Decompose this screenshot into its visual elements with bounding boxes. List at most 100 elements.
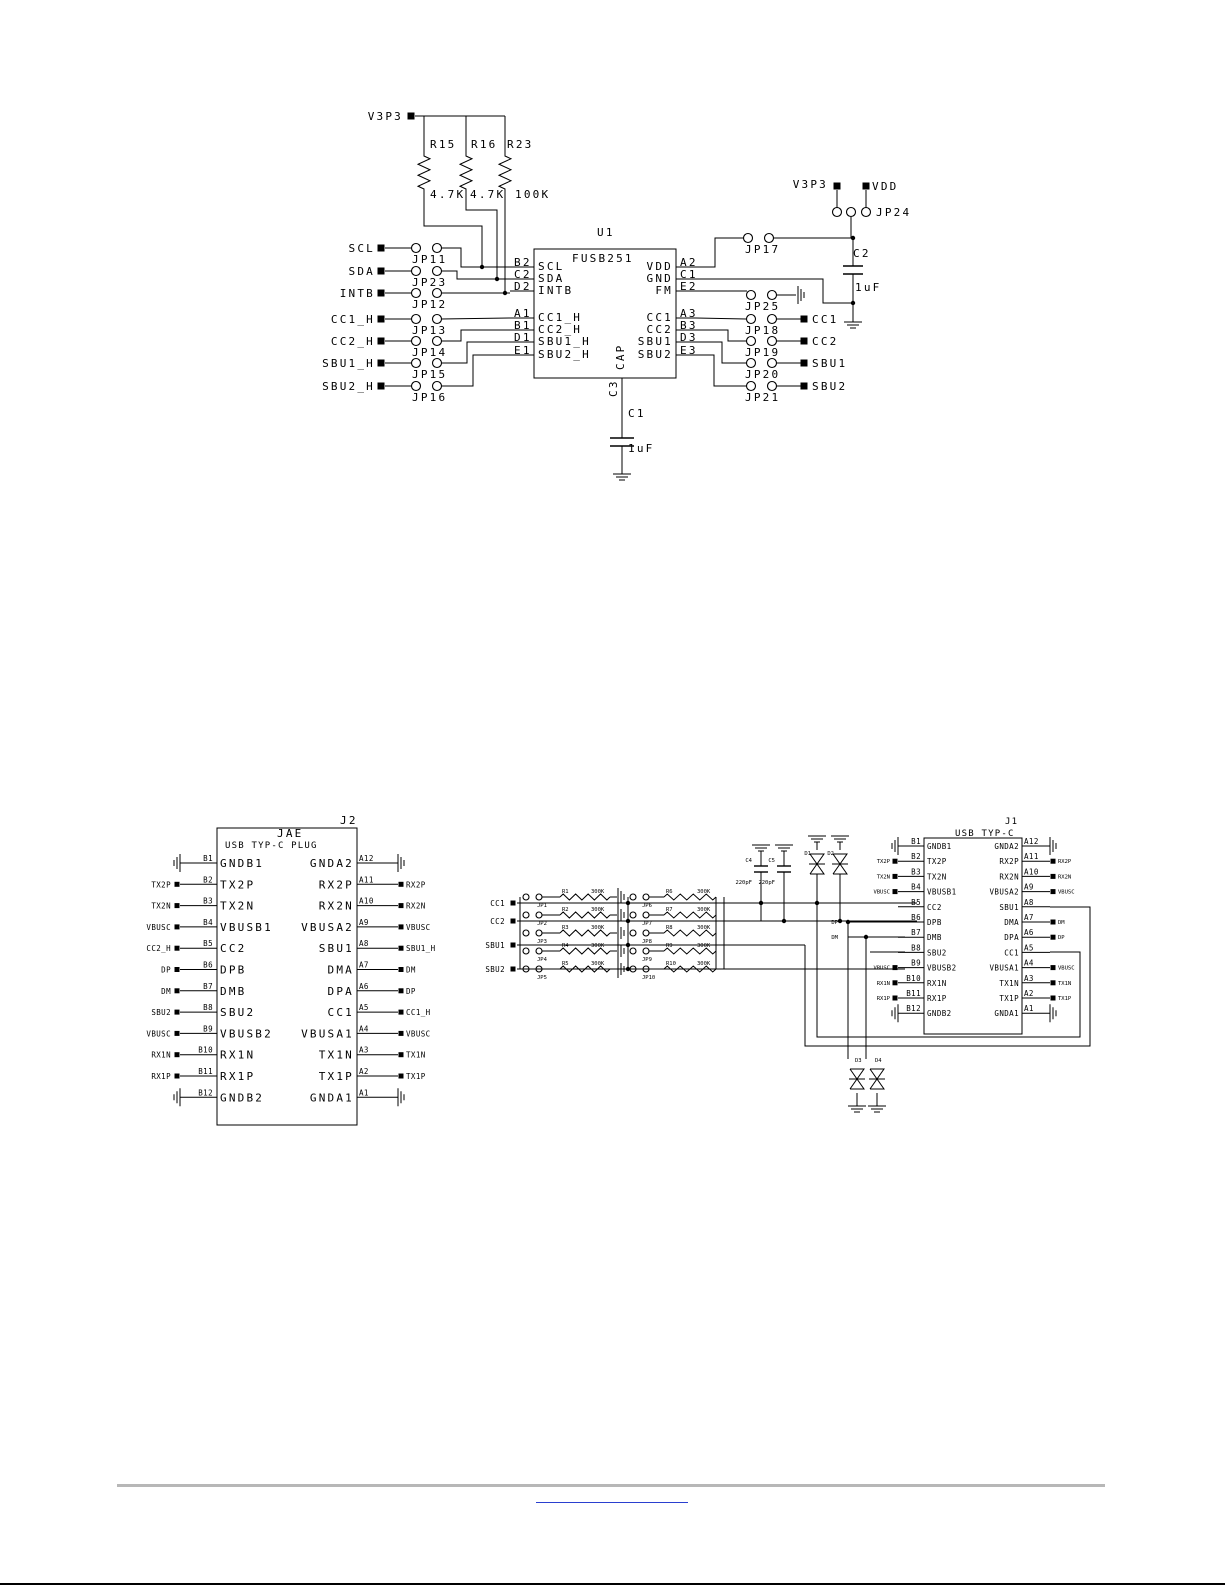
resistor-ref: R4	[562, 943, 569, 949]
u1-pin-number: C2	[514, 268, 532, 281]
filter-port-label: CC1	[490, 899, 505, 908]
j1-net-label: DP	[1058, 935, 1065, 941]
j1-pin-number: A10	[1024, 867, 1039, 876]
jumper-contact	[745, 313, 757, 325]
u1-cap-pin: CAP	[614, 344, 627, 370]
resistor-ref: R15	[430, 138, 456, 151]
jumper-contact	[522, 929, 530, 937]
j2-net-label: SBU1_H	[406, 944, 436, 953]
j2-net-marker	[398, 881, 404, 887]
j1-title: USB TYP-C	[955, 829, 1015, 839]
junction-dot	[625, 942, 631, 948]
j2-body	[216, 827, 358, 1126]
footer-link-underline[interactable]	[536, 1502, 688, 1503]
u1-right-port: CC1	[812, 313, 838, 326]
u1-right-port: CC2	[812, 335, 838, 348]
wire-r15-scl	[423, 195, 483, 267]
u1-port-marker	[377, 382, 385, 390]
u1-pin-number: A1	[514, 307, 532, 320]
j1-pin-name: GNDB2	[927, 1009, 952, 1018]
resistor-ref: R23	[507, 138, 533, 151]
capacitor-ref: C1	[628, 407, 646, 420]
j1-pin-number: A3	[1024, 974, 1034, 983]
j1-net-label: VBUSC	[1058, 966, 1075, 972]
capacitor-ref: C4	[745, 858, 752, 864]
wire-vdd	[696, 237, 744, 268]
jumper-contact	[629, 893, 637, 901]
j2-pin-number: B5	[203, 939, 213, 948]
wire-cc1h	[440, 317, 511, 320]
jumper-label: JP20	[745, 368, 780, 381]
jumper-contact	[522, 893, 530, 901]
j1-pin-number: B3	[911, 867, 921, 876]
j1-net-marker	[892, 980, 898, 986]
u1-pin-name: GND	[647, 272, 673, 285]
j2-net-label: RX2N	[406, 902, 426, 911]
jumper-contact	[410, 313, 422, 325]
j2-pin-number: A6	[359, 982, 369, 991]
j1-pin-name: DPA	[1004, 933, 1019, 942]
junction-dot	[863, 934, 869, 940]
j1-pin-number: B1	[911, 837, 921, 846]
j1-net-label: TX1N	[1058, 981, 1071, 987]
jumper-contact	[522, 947, 530, 955]
resistor-filter	[663, 947, 717, 955]
resistor-value: 300K	[591, 961, 605, 967]
jumper-contact	[431, 313, 443, 325]
jumper-label: JP7	[642, 921, 652, 927]
j2-pin-name: TX2N	[220, 900, 255, 913]
j1-net-label: RX1P	[877, 996, 891, 1002]
jumper-contact	[766, 335, 778, 347]
jumper-contact	[745, 380, 757, 392]
j2-pin-number: A12	[359, 854, 374, 863]
jumper-label: JP9	[642, 957, 652, 963]
j2-net-label: SBU2	[151, 1008, 171, 1017]
j2-net-marker	[398, 903, 404, 909]
j2-net-marker	[398, 1052, 404, 1058]
u1-pin-number: B2	[514, 256, 532, 269]
u1-left-port: SBU2_H	[322, 380, 375, 393]
j2-net-label: VBUSC	[146, 1029, 171, 1038]
j2-pin-number: B2	[203, 875, 213, 884]
u1-pin-name: SDA	[538, 272, 564, 285]
jumper-contact	[535, 893, 543, 901]
j2-pin-number: A4	[359, 1024, 369, 1033]
j2-net-label: DM	[406, 966, 416, 975]
j2-pin-name: DPA	[328, 985, 354, 998]
u1-port-marker	[377, 337, 385, 345]
supply-port-label: V3P3	[793, 178, 828, 191]
j1-pin-name: SBU1	[999, 903, 1019, 912]
u1-pin-name: FM	[655, 284, 673, 297]
tvs-diode	[869, 1068, 885, 1080]
wire-sda	[441, 270, 510, 280]
j2-net-label: TX2N	[151, 902, 171, 911]
jumper-contact	[766, 357, 778, 369]
j2-net-marker	[174, 945, 180, 951]
j2-pin-number: B10	[198, 1046, 213, 1055]
wire-cc1-loop	[816, 903, 1081, 1038]
j1-pin-number: B8	[911, 943, 921, 952]
resistor-ref: R10	[666, 961, 676, 967]
j2-pin-name: VBUSB2	[220, 1027, 273, 1040]
junction-dot	[625, 966, 631, 972]
j1-net-label: RX2N	[1058, 874, 1071, 880]
jumper-contact	[410, 357, 422, 369]
j2-pin-number: A11	[359, 875, 374, 884]
jumper-contact	[410, 380, 422, 392]
j2-net-marker	[398, 924, 404, 930]
j1-pin-name: SBU2	[927, 948, 947, 957]
capacitor-ref: C5	[768, 858, 775, 864]
jumper-label: JP17	[745, 243, 780, 256]
filter-port-marker	[510, 918, 516, 924]
wire-sbu1h	[441, 341, 510, 364]
j1-pin-name: TX2N	[927, 872, 947, 881]
jumper-label: JP23	[412, 276, 447, 289]
u1-pin-number: D2	[514, 280, 532, 293]
j2-pin-name: TX2P	[220, 878, 255, 891]
jumper-contact	[763, 232, 775, 244]
j1-net-marker	[892, 873, 898, 879]
j1-pin-name: DMA	[1004, 918, 1019, 927]
j2-title: USB TYP-C PLUG	[225, 841, 318, 851]
jumper-contact	[642, 947, 650, 955]
diode-ref: D4	[875, 1058, 882, 1064]
